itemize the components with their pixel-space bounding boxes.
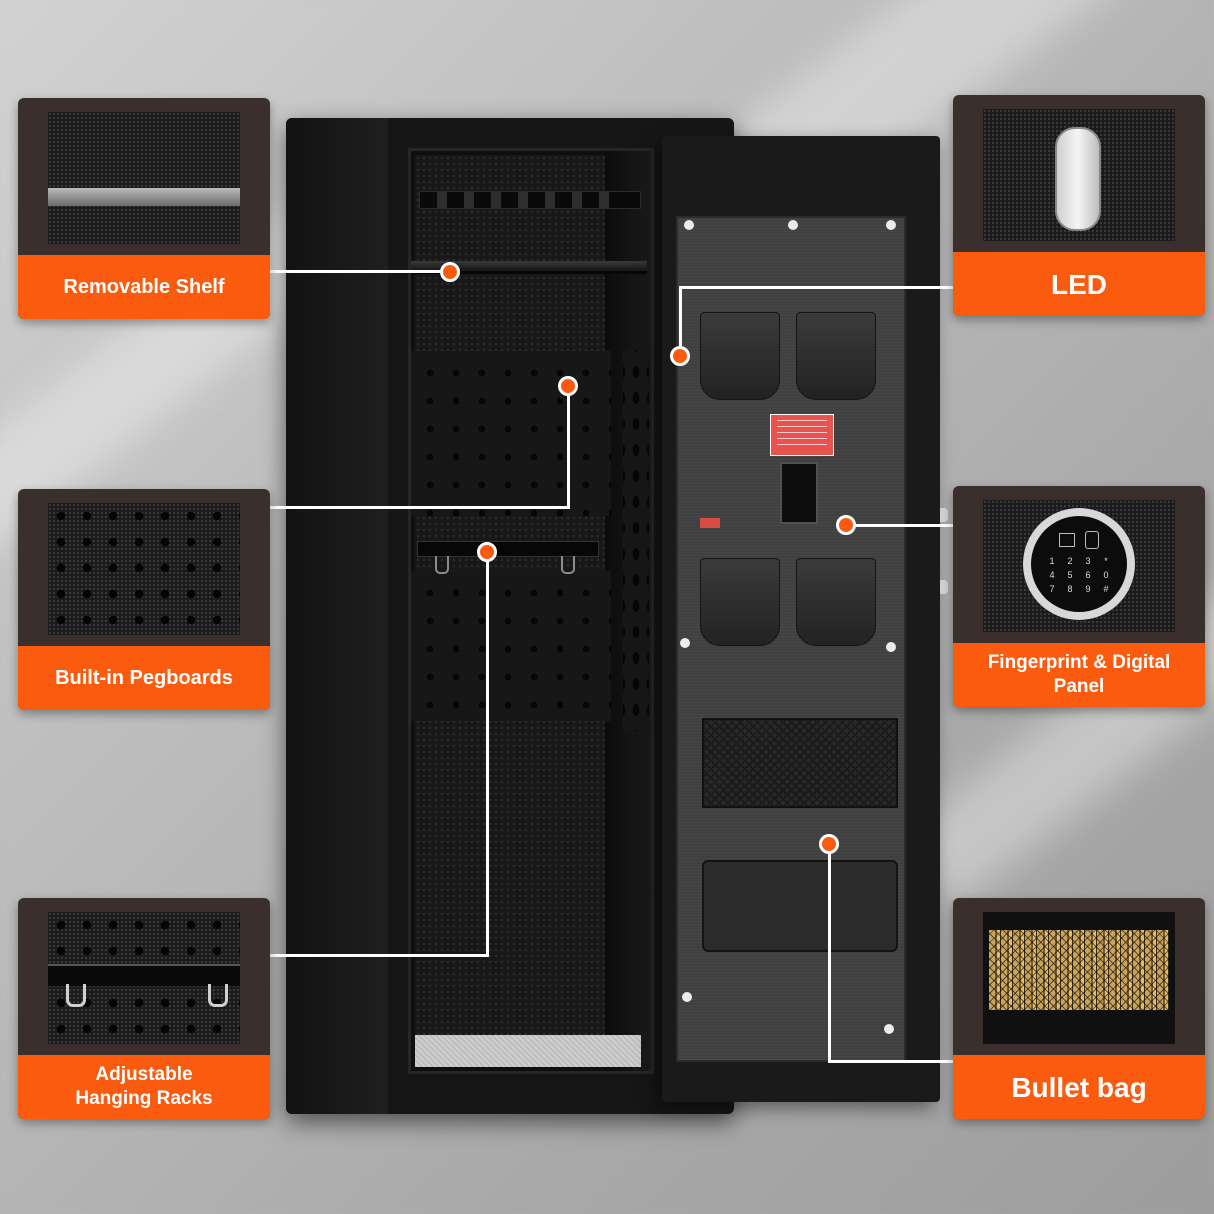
keypad-key[interactable]: # — [1103, 584, 1109, 594]
callout-label: Adjustable Hanging Racks — [18, 1055, 270, 1119]
led-light-closeup-icon — [983, 109, 1175, 241]
warning-sticker — [770, 414, 834, 456]
callout-pegboards: Built-in Pegboards — [18, 489, 270, 710]
removable-shelf — [411, 261, 647, 274]
bullet-pouch — [702, 860, 898, 952]
keypad-key[interactable]: 3 — [1085, 556, 1091, 566]
keypad-key[interactable]: 4 — [1049, 570, 1055, 580]
connector-line — [679, 286, 953, 289]
connector-line — [828, 844, 831, 1063]
led-light-icon — [682, 992, 692, 1002]
keypad-face: 1 2 3 * 4 5 6 0 7 8 9 # — [1031, 516, 1127, 612]
led-light-icon — [886, 642, 896, 652]
callout-label: Built-in Pegboards — [18, 646, 270, 710]
keypad-key[interactable]: 8 — [1067, 584, 1073, 594]
door-hinge-icon — [940, 580, 948, 594]
keypad-key[interactable]: 1 — [1049, 556, 1055, 566]
gun-safe-body — [286, 118, 734, 1114]
rack-hook-icon — [561, 556, 575, 574]
hanging-racks-label: Adjustable Hanging Racks — [75, 1064, 213, 1109]
door-pocket — [796, 312, 876, 400]
keypad-key[interactable]: 7 — [1049, 584, 1055, 594]
pegboard-side — [623, 351, 649, 731]
keypad-key[interactable]: 0 — [1103, 570, 1109, 580]
door-pocket — [700, 558, 780, 646]
keypad-key[interactable]: 2 — [1067, 556, 1073, 566]
connector-line — [679, 286, 682, 354]
bullet-bag-closeup-icon — [983, 912, 1175, 1044]
connector-dot — [819, 834, 839, 854]
led-light-icon — [886, 220, 896, 230]
pegboard-lower — [411, 571, 611, 721]
connector-line — [270, 270, 450, 273]
keypad-key[interactable]: * — [1104, 556, 1108, 566]
fingerprint-sensor-icon[interactable] — [1043, 526, 1115, 554]
connector-line — [486, 552, 489, 957]
hanging-rack — [417, 541, 599, 557]
door-pocket — [700, 312, 780, 400]
connector-line — [270, 506, 570, 509]
callout-bullet-bag: Bullet bag — [953, 898, 1205, 1119]
connector-dot — [440, 262, 460, 282]
hanging-rack-closeup-icon — [48, 912, 240, 1044]
callout-label: Fingerprint & Digital Panel — [953, 643, 1205, 707]
led-light-icon — [684, 220, 694, 230]
floor-mat — [415, 1035, 641, 1067]
connector-line — [846, 524, 953, 527]
callout-keypad: 1 2 3 * 4 5 6 0 7 8 9 # Fingerprint & Di… — [953, 486, 1205, 707]
connector-line — [270, 954, 489, 957]
callout-label: Removable Shelf — [18, 255, 270, 319]
keypad-key[interactable]: 6 — [1085, 570, 1091, 580]
safe-side-panel — [286, 118, 388, 1114]
keypad-key[interactable]: 5 — [1067, 570, 1073, 580]
keypad-label: Fingerprint & Digital Panel — [987, 652, 1171, 697]
connector-dot — [558, 376, 578, 396]
bullet-bag-label: Bullet bag — [1011, 1071, 1147, 1103]
door-pocket — [796, 558, 876, 646]
mesh-bag — [702, 718, 898, 808]
shelf-closeup-icon — [48, 112, 240, 244]
led-light-icon — [680, 638, 690, 648]
keypad-key[interactable]: 9 — [1085, 584, 1091, 594]
safe-door — [662, 136, 948, 1102]
callout-label: LED — [953, 252, 1205, 316]
removable-shelf-label: Removable Shelf — [63, 275, 225, 298]
pegboard-closeup-icon — [48, 503, 240, 635]
pegboard-upper — [411, 351, 611, 516]
inner-battery-box — [780, 462, 818, 524]
door-hinge-icon — [940, 508, 948, 522]
led-light-icon — [788, 220, 798, 230]
callout-led: LED — [953, 95, 1205, 316]
fingerprint-keypad-closeup-icon: 1 2 3 * 4 5 6 0 7 8 9 # — [983, 500, 1175, 632]
safe-interior — [408, 148, 654, 1074]
led-label: LED — [1051, 268, 1107, 300]
callout-label: Bullet bag — [953, 1055, 1205, 1119]
pegboards-label: Built-in Pegboards — [55, 666, 233, 689]
led-light-icon — [884, 1024, 894, 1034]
callout-removable-shelf: Removable Shelf — [18, 98, 270, 319]
connector-dot — [477, 542, 497, 562]
connector-dot — [836, 515, 856, 535]
rack-hook-icon — [435, 556, 449, 574]
door-organizer-panel — [676, 216, 906, 1062]
connector-dot — [670, 346, 690, 366]
callout-hanging-racks: Adjustable Hanging Racks — [18, 898, 270, 1119]
top-barrel-rack — [419, 191, 641, 209]
connector-line — [828, 1060, 953, 1063]
red-sticker — [700, 518, 720, 528]
connector-line — [567, 386, 570, 509]
